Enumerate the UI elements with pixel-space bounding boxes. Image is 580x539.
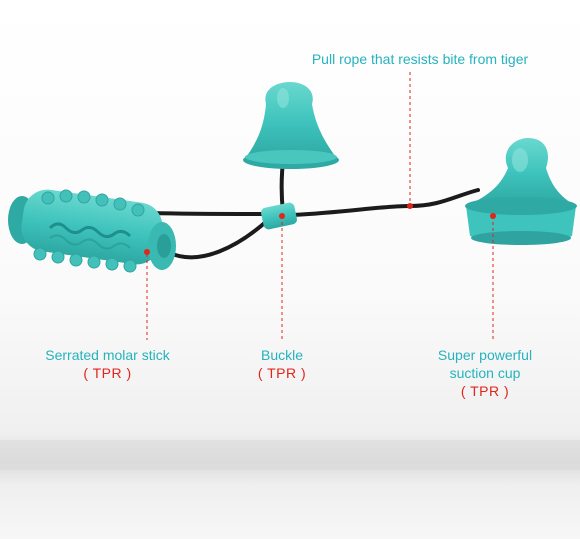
- suction-cup-label-line1: Super powerful: [437, 347, 533, 363]
- leader-lines: [146, 72, 494, 340]
- leader-dots: [144, 203, 496, 255]
- molar-stick-label-text: Serrated molar stick: [45, 347, 170, 363]
- rope-to-stick-bottom: [166, 218, 270, 260]
- suction-cup-label-line2: suction cup: [449, 365, 521, 381]
- rope-label-text: Pull rope that resists bite from tiger: [311, 51, 529, 67]
- buckle-label: Buckle ( TPR ): [232, 346, 332, 382]
- suction-cup-label: Super powerful suction cup ( TPR ): [420, 346, 550, 400]
- molar-stick-label: Serrated molar stick ( TPR ): [20, 346, 195, 382]
- suction-cup-material: ( TPR ): [460, 383, 510, 399]
- molar-stick-material: ( TPR ): [83, 365, 132, 381]
- rope-label: Pull rope that resists bite from tiger: [270, 50, 570, 68]
- molar-stick: [8, 189, 176, 273]
- floor-shadow: [0, 440, 580, 470]
- suction-cup-top: [243, 82, 339, 169]
- buckle-label-text: Buckle: [260, 347, 304, 363]
- rope-to-stick-top: [148, 211, 268, 216]
- buckle-material: ( TPR ): [257, 365, 307, 381]
